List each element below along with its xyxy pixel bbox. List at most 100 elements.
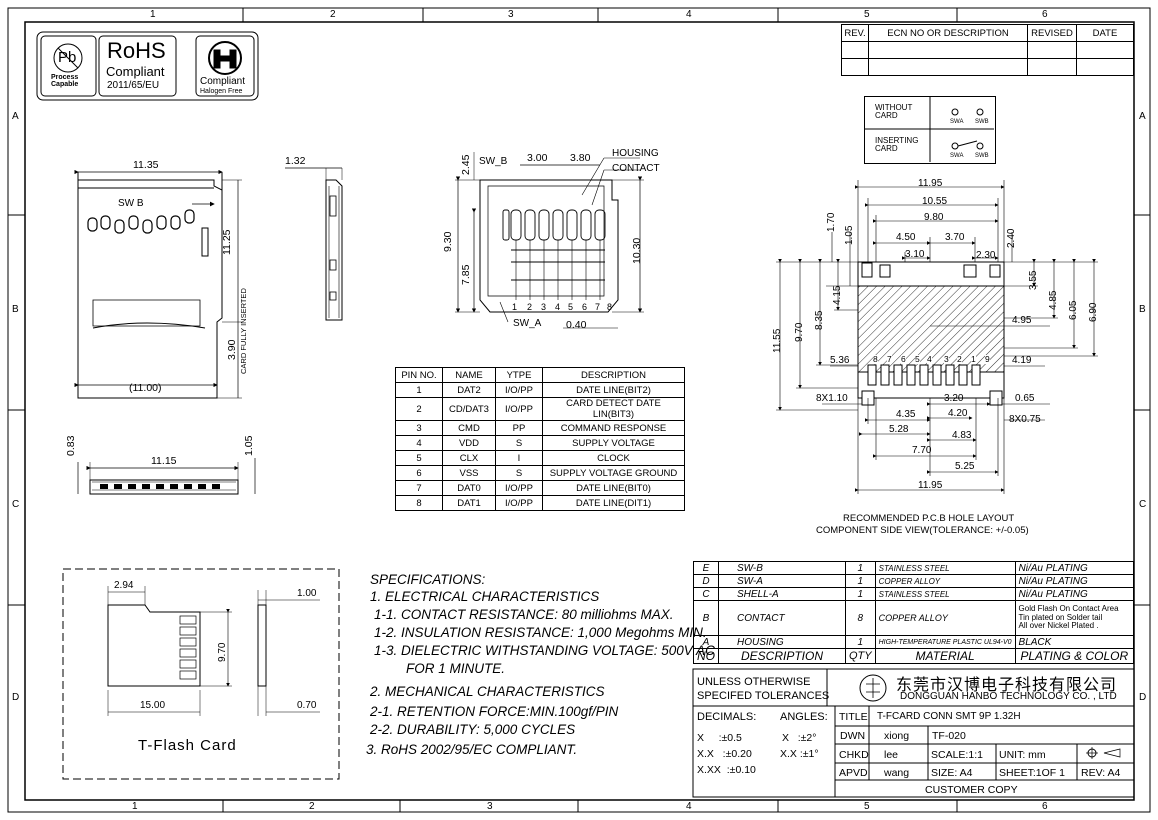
chkd-name: lee <box>884 749 899 761</box>
bom-plating: Gold Flash On Contact Area Tin plated on… <box>1014 600 1135 636</box>
pcb-pad-1: 1 <box>971 354 976 364</box>
detail-dim-380: 3.80 <box>570 152 591 164</box>
pcb-dim-525: 5.25 <box>955 461 975 472</box>
detail-housing-label: HOUSING <box>612 148 659 159</box>
bom-desc: CONTACT <box>718 600 846 636</box>
zone-bottom-6: 6 <box>1042 801 1048 812</box>
pcb-pad-2: 2 <box>957 354 962 364</box>
pcb-dim-483: 4.83 <box>952 430 972 441</box>
pcb-dim-240: 2.40 <box>1006 228 1017 248</box>
bom-qty: 1 <box>845 561 876 575</box>
zone-top-5: 5 <box>864 9 870 20</box>
bom-desc: SW-A <box>718 574 846 588</box>
zone-side-c-left: C <box>12 499 20 510</box>
front-width-dim: 11.15 <box>151 455 177 467</box>
pin-cell: 8 <box>395 495 443 511</box>
bom-no: C <box>693 587 719 601</box>
pcb-dim-1195-top: 11.95 <box>918 178 943 189</box>
bom-no: A <box>693 635 719 649</box>
pcb-dim-495: 4.95 <box>1012 315 1032 326</box>
pcb-pad-9: 9 <box>985 354 990 364</box>
pcb-dim-415: 4.15 <box>832 285 843 305</box>
pcb-dim-230: 2.30 <box>976 250 996 261</box>
bom-desc: SHELL-A <box>718 587 846 601</box>
apvd-name: wang <box>884 767 910 779</box>
bom-plating: Ni/Au PLATING <box>1014 587 1135 601</box>
customer-copy: CUSTOMER COPY <box>925 784 1018 796</box>
pin-cell: 6 <box>395 465 443 481</box>
angles-label: ANGLES: <box>780 711 828 723</box>
pcb-dim-1155: 11.55 <box>772 328 783 353</box>
detail-dim-930: 9.30 <box>442 231 454 252</box>
pb-logo-caption: Process Capable <box>51 74 79 88</box>
spec-title: SPECIFICATIONS: <box>370 572 486 587</box>
pcb-pad-8: 8 <box>873 354 878 364</box>
card-dim-100: 1.00 <box>297 588 317 599</box>
pin-no-header: PIN NO. <box>395 367 443 383</box>
spec-mechanical: 2. MECHANICAL CHARACTERISTICS <box>370 684 605 699</box>
pcb-dim-450: 4.50 <box>896 232 916 243</box>
bom-material: STAINLESS STEEL <box>874 561 1016 575</box>
type-cell: PP <box>495 420 543 436</box>
pcb-caption-line2: COMPONENT SIDE VIEW(TOLERANCE: +/-0.05) <box>816 525 1029 536</box>
pin-cell: 2 <box>395 397 443 421</box>
halogen-free: Halogen Free <box>200 88 243 95</box>
pcb-dim-370: 3.70 <box>945 232 965 243</box>
detail-sw-a: SW_A <box>513 318 542 329</box>
swa-label-1: SWA <box>950 119 964 125</box>
title-label: TITLE <box>839 711 868 723</box>
pcb-dim-105: 1.05 <box>844 225 855 245</box>
pcb-pad-4: 4 <box>927 354 932 364</box>
pcb-dim-320: 3.20 <box>944 393 964 404</box>
bom-material: HIGH-TEMPERATURE PLASTIC UL94-V0 <box>874 635 1016 649</box>
bom-material: COPPER ALLOY <box>874 600 1016 636</box>
swa-label-2: SWA <box>950 153 964 159</box>
top-height-dim: 11.25 <box>221 229 233 256</box>
title-value: T-FCARD CONN SMT 9P 1.32H <box>877 711 1021 722</box>
bom-header-desc: DESCRIPTION <box>718 648 846 664</box>
rohs-directive: 2011/65/EU <box>107 80 160 91</box>
pcb-dim-536: 5.36 <box>830 355 850 366</box>
swb-label-2: SWB <box>975 153 989 159</box>
rohs-compliant: Compliant <box>106 64 165 79</box>
pcb-caption-line1: RECOMMENDED P.C.B HOLE LAYOUT <box>843 513 1015 524</box>
card-fully-inserted-label: CARD FULLY INSERTED <box>239 288 248 374</box>
detail-pin-7: 7 <box>595 302 601 312</box>
bom-plating: BLACK <box>1014 635 1135 649</box>
type-cell: I <box>495 450 543 466</box>
detail-pin-2: 2 <box>527 302 533 312</box>
pcb-dim-1195-bottom: 11.95 <box>918 480 943 491</box>
spec-dielectric-cont: FOR 1 MINUTE. <box>406 661 506 676</box>
size-label: SIZE: A4 <box>931 767 973 779</box>
zone-top-3: 3 <box>508 9 514 20</box>
pin-cell: 4 <box>395 435 443 451</box>
specified-tolerances: SPECIFED TOLERANCES <box>697 690 830 702</box>
rohs-title: RoHS <box>107 38 166 63</box>
zone-top-2: 2 <box>330 9 336 20</box>
insert-dim: 3.90 <box>226 339 238 360</box>
type-cell: I/O/PP <box>495 382 543 398</box>
pcb-dim-690: 6.90 <box>1088 302 1099 322</box>
spec-electrical: 1. ELECTRICAL CHARACTERISTICS <box>370 589 600 604</box>
bom-material: STAINLESS STEEL <box>874 587 1016 601</box>
name-cell: DAT0 <box>442 480 496 496</box>
detail-dim-040: 0.40 <box>566 319 587 331</box>
top-width-dim: 11.35 <box>133 159 159 171</box>
pcb-dim-605: 6.05 <box>1068 300 1079 320</box>
revised-header: REVISED <box>1027 24 1077 42</box>
front-total-height-dim: 1.05 <box>243 435 255 456</box>
zone-side-a-right: A <box>1139 111 1146 122</box>
card-dim-294: 2.94 <box>114 580 134 591</box>
zone-top-1: 1 <box>150 9 156 20</box>
zone-side-b-right: B <box>1139 304 1146 315</box>
card-dim-970: 9.70 <box>217 642 228 662</box>
detail-pin-4: 4 <box>555 302 561 312</box>
unless-otherwise: UNLESS OTHERWISE <box>697 676 811 688</box>
detail-sw-b: SW_B <box>479 156 508 167</box>
detail-pin-3: 3 <box>541 302 547 312</box>
